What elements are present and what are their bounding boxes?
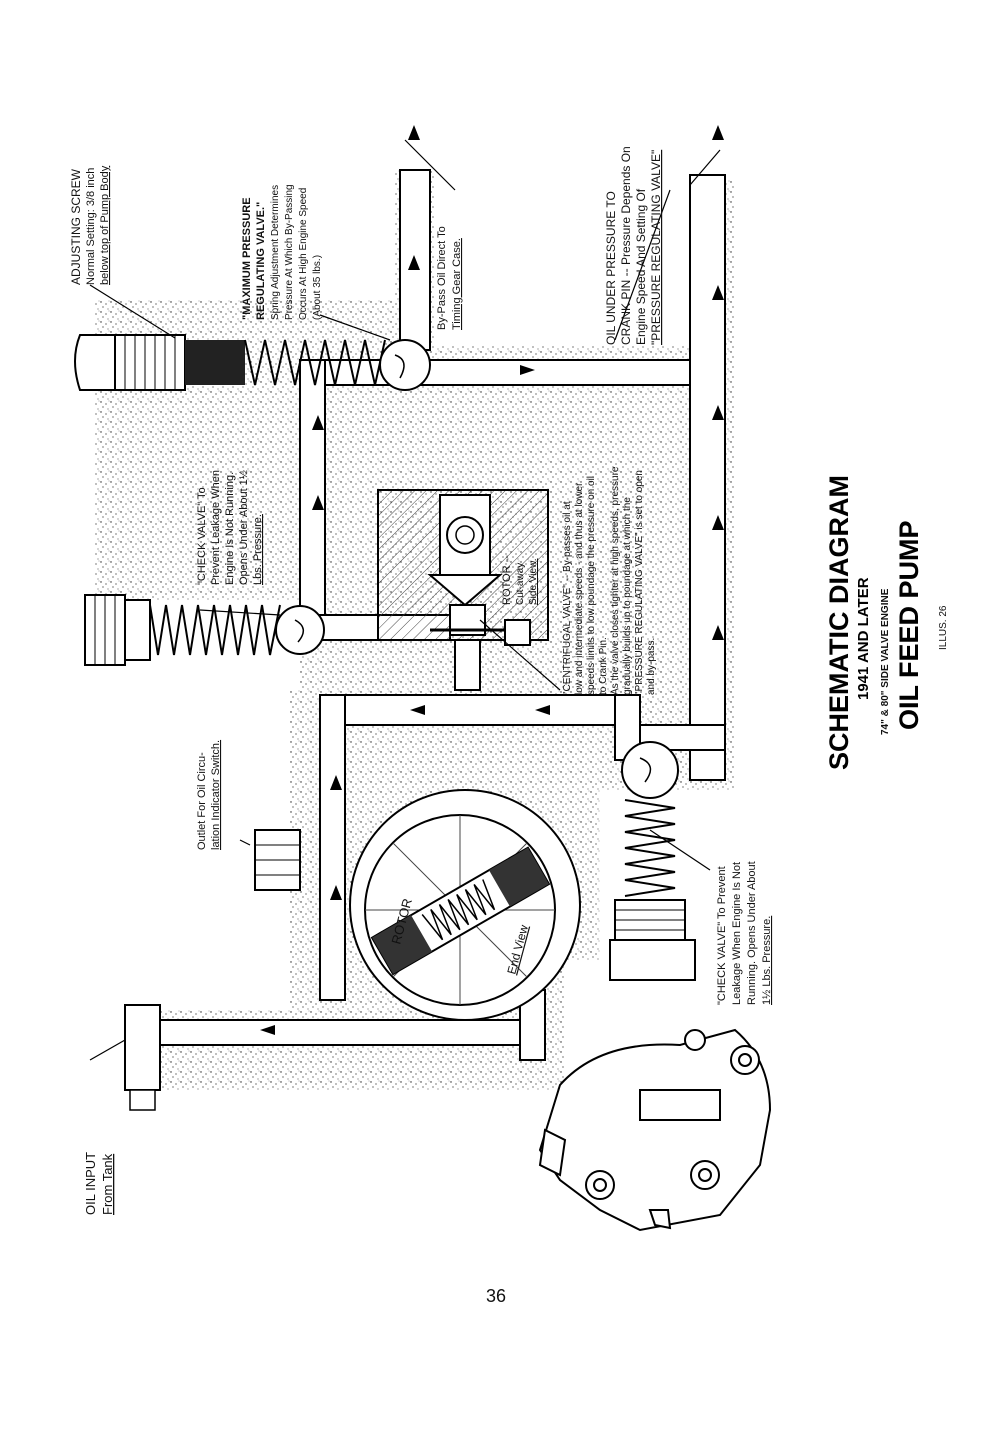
label-max-pressure-valve: "MAXIMUM PRESSURE REGULATING VALVE." Spr… bbox=[241, 184, 323, 320]
label-adjusting-screw-line3: below top of Pump Body bbox=[99, 165, 111, 285]
label-mpv-line2: REGULATING VALVE." bbox=[255, 202, 267, 320]
title-line1: SCHEMATIC DIAGRAM bbox=[824, 475, 854, 770]
label-cvb-line3: Running. Opens Under About bbox=[746, 861, 758, 1005]
label-crank-pin: OIL UNDER PRESSURE TO CRANK PIN -- Press… bbox=[604, 146, 663, 345]
label-cv-line5: As the valve closes tighter at high spee… bbox=[610, 466, 621, 695]
title-illus: ILLUS. 26 bbox=[938, 605, 949, 650]
title-line3: 74" & 80" SIDE VALVE ENGINE bbox=[880, 588, 891, 735]
outlet-fitting bbox=[254, 829, 301, 891]
label-mpv-line6: (About 35 lbs.) bbox=[312, 255, 323, 320]
input-fitting bbox=[124, 1004, 161, 1111]
label-cv-line4: to Crank Pin. bbox=[598, 637, 609, 695]
label-oil-input-line2: From Tank bbox=[100, 1153, 115, 1215]
label-cvb-line4: 1½ Lbs. Pressure. bbox=[761, 916, 773, 1005]
label-cv-line1: "CENTRIFUGAL VALVE" -- By-passes oil at bbox=[562, 501, 573, 695]
rotor-end-view bbox=[349, 789, 581, 1021]
label-cvt-line4: Opens Under About 1½ bbox=[238, 470, 250, 585]
pump-perspective-sketch bbox=[538, 1028, 772, 1232]
label-rotor-side-line2: Cut-away bbox=[515, 563, 526, 605]
label-mpv-line3: Spring Adjustment Determines bbox=[270, 185, 281, 320]
label-outlet: Outlet For Oil Circu- lation Indicator S… bbox=[196, 740, 222, 850]
label-cv-line8: and by-pass. bbox=[646, 638, 657, 695]
leader-lines bbox=[89, 139, 721, 1061]
check-valve-bottom bbox=[609, 741, 696, 981]
label-check-valve-bottom: "CHECK VALVE" To Prevent Leakage When En… bbox=[716, 861, 773, 1005]
title-block: SCHEMATIC DIAGRAM 1941 AND LATER 74" & 8… bbox=[824, 475, 949, 770]
label-rotor-side: ROTOR -- Cut-away Side View. bbox=[501, 555, 539, 605]
flow-arrows bbox=[260, 125, 724, 1035]
label-bypass-line2: Timing Gear Case. bbox=[451, 238, 463, 330]
label-rotor-side-line1: ROTOR -- bbox=[501, 555, 513, 605]
label-rotor-side-line3: Side View. bbox=[528, 558, 539, 605]
label-bypass: By-Pass Oil Direct To Timing Gear Case. bbox=[436, 226, 463, 330]
label-check-valve-top: "CHECK VALVE" To Prevent Leakage When En… bbox=[196, 470, 264, 585]
label-cv-line7: "PRESSURE REGULATING VALVE" is set to op… bbox=[634, 470, 645, 695]
label-cvt-line3: Engine Is Not Running. bbox=[224, 472, 236, 585]
label-crank-pin-line4: "PRESSURE REGULATING VALVE" bbox=[649, 150, 663, 345]
label-mpv-line4: Pressure At Which By-Passing bbox=[284, 184, 295, 320]
label-outlet-line2: lation Indicator Switch. bbox=[210, 740, 222, 850]
label-outlet-line1: Outlet For Oil Circu- bbox=[196, 752, 208, 850]
label-bypass-line1: By-Pass Oil Direct To bbox=[436, 226, 448, 330]
label-crank-pin-line2: CRANK PIN -- Pressure Depends On bbox=[619, 146, 633, 345]
label-cvb-line2: Leakage When Engine Is Not bbox=[731, 862, 743, 1005]
title-line4: OIL FEED PUMP bbox=[894, 520, 924, 730]
label-cvb-line1: "CHECK VALVE" To Prevent bbox=[716, 866, 728, 1005]
label-cvt-line1: "CHECK VALVE" To bbox=[196, 487, 208, 585]
check-valve-top bbox=[84, 594, 325, 666]
page-number: 36 bbox=[486, 1286, 506, 1306]
pressure-regulating-valve bbox=[74, 334, 431, 391]
label-oil-input: OIL INPUT From Tank bbox=[83, 1152, 115, 1215]
label-adjusting-screw: ADJUSTING SCREW Normal Setting: 3/8 inch… bbox=[69, 165, 111, 285]
label-mpv-line5: Occurs At High Engine Speed bbox=[298, 188, 309, 320]
label-adjusting-screw-line1: ADJUSTING SCREW bbox=[69, 168, 83, 285]
label-adjusting-screw-line2: Normal Setting: 3/8 inch bbox=[85, 168, 97, 285]
label-cvt-line2: Prevent Leakage When bbox=[210, 470, 222, 585]
label-cvt-line5: Lbs. Pressure. bbox=[252, 514, 264, 585]
label-centrifugal-valve: "CENTRIFUGAL VALVE" -- By-passes oil at … bbox=[562, 466, 657, 695]
label-crank-pin-line3: Engine Speed And Setting Of bbox=[634, 188, 648, 345]
rotor-side-view bbox=[377, 489, 549, 646]
label-cv-line3: speeds limits to low poundage the pressu… bbox=[586, 476, 597, 695]
label-mpv-line1: "MAXIMUM PRESSURE bbox=[241, 197, 253, 320]
label-crank-pin-line1: OIL UNDER PRESSURE TO bbox=[604, 191, 618, 345]
title-line2: 1941 AND LATER bbox=[855, 577, 872, 700]
label-oil-input-line1: OIL INPUT bbox=[83, 1152, 98, 1215]
label-cv-line2: low and intermediate speeds - and thus a… bbox=[574, 482, 585, 695]
label-cv-line6: gradually builds up to poundage at which… bbox=[622, 497, 633, 695]
